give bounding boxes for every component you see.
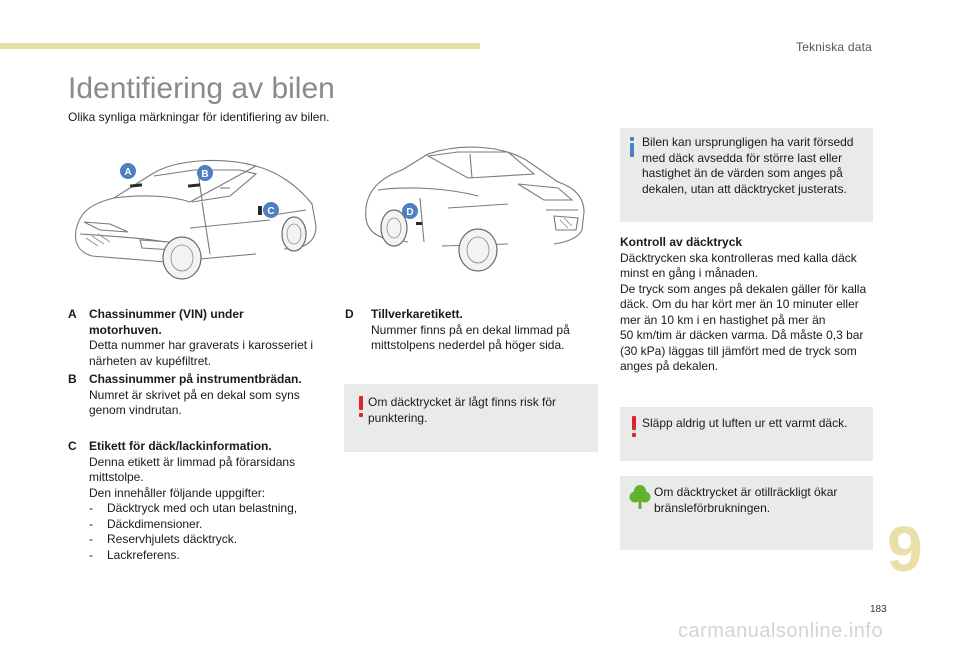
item-c: C Etikett för däck/lackinformation. Denn… xyxy=(68,439,328,563)
paragraph-line: Däcktrycken ska kontrolleras med kalla d… xyxy=(620,250,857,265)
chapter-number: 9 xyxy=(887,513,923,585)
item-heading: Chassinummer på instrumentbrädan. xyxy=(89,372,302,386)
list-item: Däckdimensioner. xyxy=(89,517,328,533)
svg-text:D: D xyxy=(406,207,413,218)
page-title: Identifiering av bilen xyxy=(68,72,335,105)
list-item: Reservhjulets däcktryck. xyxy=(89,532,328,548)
paragraph-line: (30 kPa) läggas till jämfört med de tryc… xyxy=(620,343,857,358)
item-text: närheten av kupéfiltret. xyxy=(89,353,212,368)
note-text: dekalen, utan att däcktrycket justerats. xyxy=(642,181,847,196)
watermark: carmanualsonline.info xyxy=(678,620,884,642)
marker-d: D xyxy=(402,203,418,219)
item-heading: motorhuven. xyxy=(89,322,162,337)
list-item: Lackreferens. xyxy=(89,548,328,564)
tyre-check-section: Kontroll av däcktryck Däcktrycken ska ko… xyxy=(620,235,880,375)
section-heading: Kontroll av däcktryck xyxy=(620,235,743,249)
header-accent-bar xyxy=(0,43,480,49)
item-a: A Chassinummer (VIN) under motorhuven. D… xyxy=(68,307,328,369)
note-hot-tyre-warning: Släpp aldrig ut luften ur ett varmt däck… xyxy=(620,407,873,461)
page-number: 183 xyxy=(870,604,887,615)
item-letter: A xyxy=(68,307,77,321)
paragraph-line: däck. Om du har kört mer än 10 minuter e… xyxy=(620,297,859,311)
item-text: Den innehåller följande uppgifter: xyxy=(89,485,266,500)
paragraph-line: anges på dekalen. xyxy=(620,359,719,373)
item-heading: Chassinummer (VIN) under xyxy=(89,307,244,321)
note-text: Om däcktrycket är otillräckligt ökar xyxy=(654,485,838,499)
eco-tree-icon xyxy=(629,485,651,509)
item-d: D Tillverkaretikett. Nummer finns på en … xyxy=(345,307,595,354)
info-icon xyxy=(630,137,634,157)
note-eco: Om däcktrycket är otillräckligt ökar brä… xyxy=(620,476,873,550)
item-letter: D xyxy=(345,307,354,321)
note-text: med däck avsedda för större last eller xyxy=(642,150,843,165)
list-item: Däcktryck med och utan belastning, xyxy=(89,501,328,517)
item-text: mittstolpe. xyxy=(89,470,144,484)
item-text: mittstolpens nederdel på höger sida. xyxy=(371,338,565,352)
paragraph-line: 50 km/tim är däcken varma. Då måste 0,3 … xyxy=(620,328,864,342)
paragraph-line: mer än 10 km i en hastighet på mer än xyxy=(620,312,826,327)
paragraph-line: De tryck som anges på dekalen gäller för… xyxy=(620,281,867,296)
warning-icon xyxy=(359,396,363,417)
item-text: Numret är skrivet på en dekal som syns xyxy=(89,387,300,402)
item-heading: Tillverkaretikett. xyxy=(371,307,463,321)
item-heading: Etikett för däck/lackinformation. xyxy=(89,439,272,453)
note-text: punktering. xyxy=(368,410,428,425)
item-b: B Chassinummer på instrumentbrädan. Numr… xyxy=(68,372,328,419)
note-text: hastighet än de värden som anges på xyxy=(642,166,843,180)
item-text: genom vindrutan. xyxy=(89,403,182,417)
note-text: bränsleförbrukningen. xyxy=(654,500,771,515)
note-info: Bilen kan ursprungligen ha varit försedd… xyxy=(620,128,873,222)
car-illustration-front: A B C xyxy=(70,130,320,282)
item-text: Nummer finns på en dekal limmad på xyxy=(371,322,570,337)
item-text: Detta nummer har graverats i karosseriet… xyxy=(89,338,314,352)
svg-text:C: C xyxy=(267,206,274,217)
section-label: Tekniska data xyxy=(796,40,872,54)
item-letter: B xyxy=(68,372,77,386)
note-low-pressure-warning: Om däcktrycket är lågt finns risk för pu… xyxy=(344,384,598,452)
paragraph-line: minst en gång i månaden. xyxy=(620,266,759,280)
marker-b: B xyxy=(197,165,213,181)
warning-icon xyxy=(632,416,636,437)
car-illustration-rear: D xyxy=(358,138,593,278)
svg-text:B: B xyxy=(201,169,208,180)
note-text: Släpp aldrig ut luften ur ett varmt däck… xyxy=(642,416,848,430)
svg-text:A: A xyxy=(124,167,131,178)
note-text: Bilen kan ursprungligen ha varit försedd xyxy=(642,135,854,149)
item-letter: C xyxy=(68,439,77,453)
marker-c: C xyxy=(263,202,279,218)
item-text: Denna etikett är limmad på förarsidans xyxy=(89,454,296,469)
page-subtitle: Olika synliga märkningar för identifieri… xyxy=(68,110,330,124)
note-text: Om däcktrycket är lågt finns risk för xyxy=(368,395,557,409)
marker-a: A xyxy=(120,163,136,179)
